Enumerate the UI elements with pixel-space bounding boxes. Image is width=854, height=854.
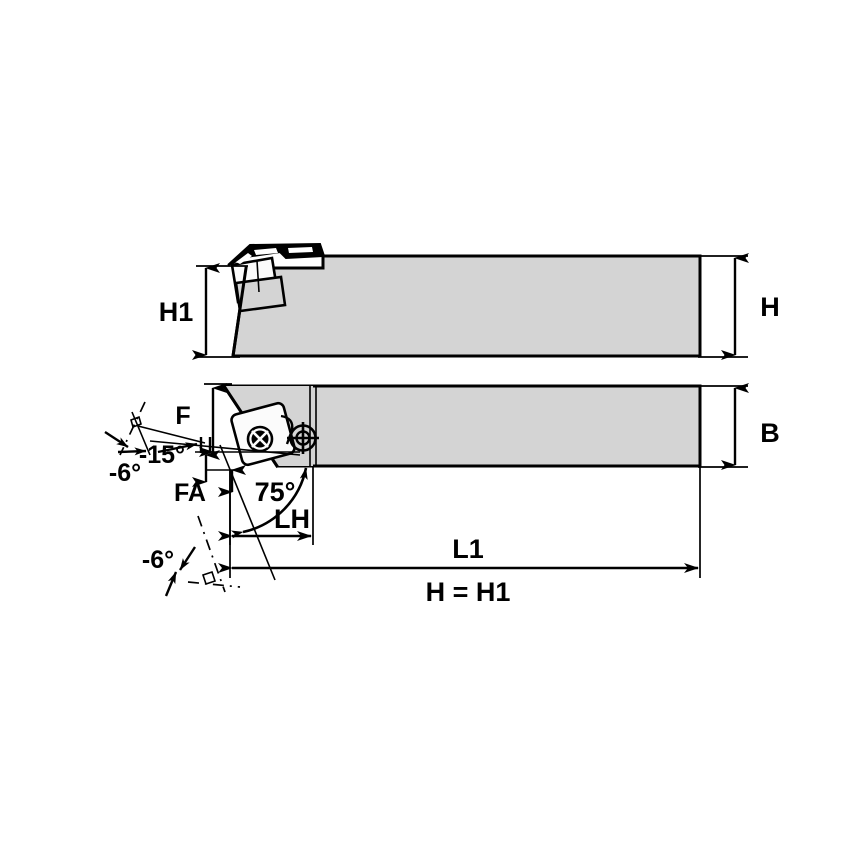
shank-body-side	[231, 254, 702, 358]
rake-top-centerline	[119, 401, 146, 456]
h-label: H	[760, 292, 780, 322]
shank-front-face-side	[231, 266, 248, 358]
rake-top-label: -6°	[109, 459, 141, 487]
rake-bottom-label: -6°	[142, 546, 174, 574]
top-view-group: B F FA -15° -6°	[104, 383, 780, 607]
side-view-group: H1 H	[159, 242, 780, 360]
l1-label: L1	[452, 534, 484, 564]
rake-top-arrow-b	[117, 447, 147, 456]
rake-bottom-centerline-2	[187, 581, 241, 588]
screw-cross-icon	[246, 425, 274, 453]
clamp-arm-highlight-2	[288, 247, 313, 253]
rake-top-hook	[130, 415, 142, 429]
rake-bottom-hook	[201, 570, 217, 586]
neg15-arrow	[157, 442, 198, 454]
rake-bottom-arrow-a	[178, 546, 197, 571]
head-seam-line	[256, 260, 260, 293]
fa-label: FA	[174, 479, 206, 507]
rake-bottom-arrow-b	[164, 571, 178, 597]
coolant-port-icon	[287, 422, 319, 454]
clamp-arm-highlight-1	[254, 248, 278, 255]
h-equals-h1-label: H = H1	[426, 577, 511, 607]
b-label: B	[760, 418, 780, 448]
lead-flank-line	[219, 444, 276, 581]
rake-top-arrow-a	[104, 430, 129, 449]
lh-label: LH	[274, 504, 310, 534]
h1-label: H1	[159, 297, 194, 327]
approach-angle-label: 75°	[255, 477, 296, 507]
neg15-leader	[137, 425, 206, 444]
rake-bottom-centerline	[197, 515, 226, 593]
f-label: F	[175, 402, 190, 430]
clamp-arm-highlight-3	[236, 253, 252, 264]
